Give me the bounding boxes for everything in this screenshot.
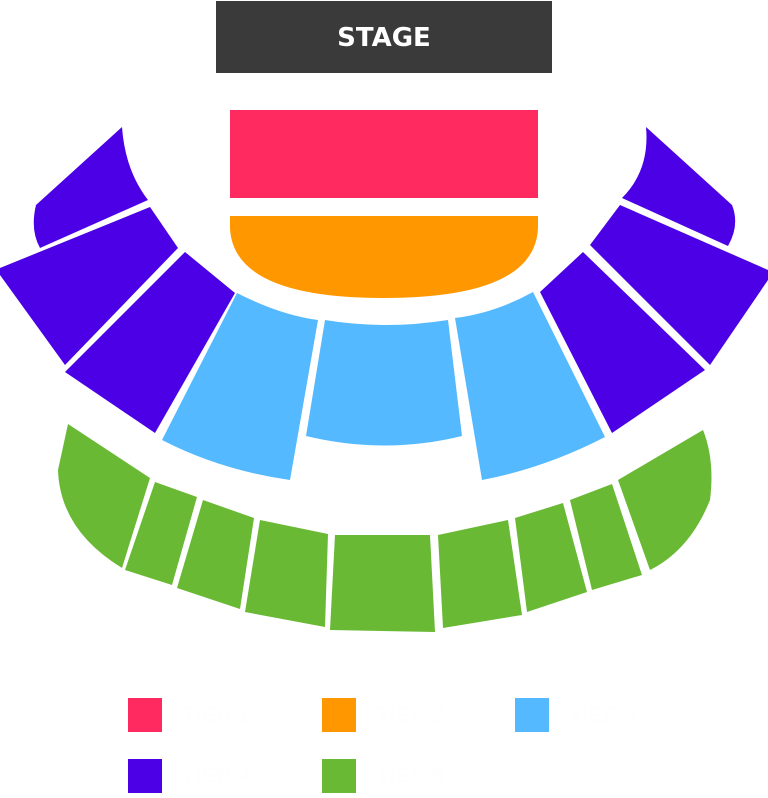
legend-label: TIER 1: [182, 702, 251, 727]
section-tier1[interactable]: [230, 110, 538, 198]
legend-item-tier2: TIER 2: [322, 698, 444, 732]
legend-swatch: [515, 698, 549, 732]
section-tier2[interactable]: [230, 216, 538, 298]
section-tier5-1[interactable]: [58, 424, 150, 568]
section-tier3-left[interactable]: [162, 293, 318, 480]
section-tier5-7[interactable]: [515, 503, 587, 612]
section-tier4-right-1[interactable]: [622, 127, 736, 246]
section-tier5-2[interactable]: [125, 482, 197, 585]
legend-label: TIER 4: [182, 763, 251, 788]
section-tier5-9[interactable]: [618, 430, 712, 570]
legend-swatch: [128, 759, 162, 793]
section-tier4-left-3[interactable]: [65, 252, 235, 433]
section-tier4-right-2[interactable]: [590, 205, 768, 365]
legend-label: TIER 3: [569, 702, 638, 727]
legend-swatch: [322, 698, 356, 732]
stage: [216, 1, 552, 73]
legend-item-tier3: TIER 3: [515, 698, 637, 732]
legend-item-tier5: TIER 5: [322, 759, 444, 793]
section-tier3-center[interactable]: [306, 320, 462, 446]
section-tier3-right[interactable]: [455, 292, 605, 480]
section-tier4-left-1[interactable]: [33, 127, 148, 248]
section-tier5-6[interactable]: [438, 520, 522, 628]
stage-label: STAGE: [337, 23, 431, 53]
legend-item-tier4: TIER 4: [128, 759, 250, 793]
legend-swatch: [128, 698, 162, 732]
legend-label: TIER 2: [376, 702, 445, 727]
section-tier5-8[interactable]: [570, 484, 642, 590]
section-tier5-3[interactable]: [177, 500, 254, 609]
section-tier5-5[interactable]: [330, 535, 435, 632]
section-tier4-left-2[interactable]: [0, 207, 178, 365]
legend-swatch: [322, 759, 356, 793]
legend-item-tier1: TIER 1: [128, 698, 250, 732]
section-tier4-right-3[interactable]: [540, 252, 705, 433]
legend-label: TIER 5: [376, 763, 445, 788]
section-tier5-4[interactable]: [245, 520, 328, 627]
